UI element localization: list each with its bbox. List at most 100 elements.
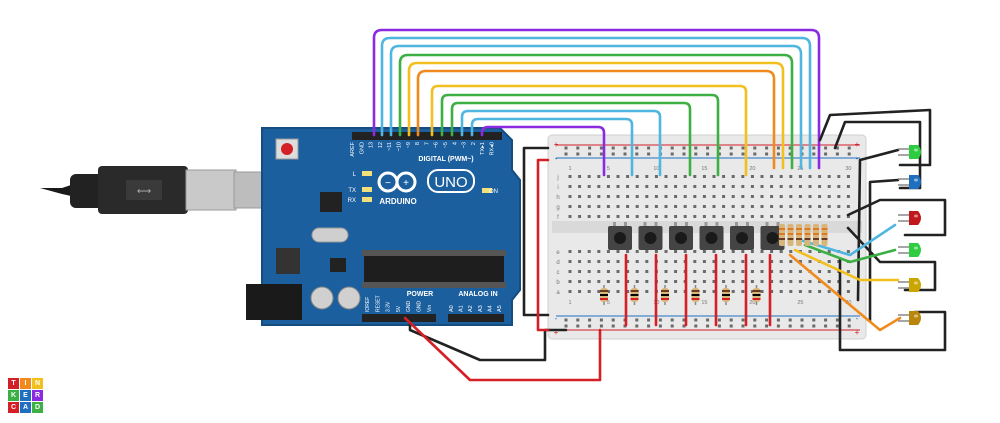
push-button[interactable] xyxy=(608,222,632,250)
row-letter: a xyxy=(556,290,560,296)
power-pin-label: GND xyxy=(417,301,423,313)
resistor[interactable] xyxy=(722,285,730,305)
row-letter: g xyxy=(556,205,559,211)
row-letter: e xyxy=(556,250,560,256)
resistor[interactable] xyxy=(813,224,819,246)
signal-wire[interactable] xyxy=(372,28,821,170)
model-label: UNO xyxy=(434,174,467,191)
push-buttons[interactable] xyxy=(608,222,785,250)
led-wire[interactable] xyxy=(856,148,900,302)
usb-chip xyxy=(320,192,342,212)
logo-letter: D xyxy=(32,402,43,413)
digital-pin-label: ~9 xyxy=(406,142,412,148)
column-number: 15 xyxy=(701,166,707,172)
column-number: 1 xyxy=(568,166,571,172)
button-wire[interactable] xyxy=(460,109,662,177)
analog-pin-label: A1 xyxy=(459,305,465,312)
button-wire[interactable] xyxy=(440,93,720,177)
button-wire[interactable] xyxy=(450,101,692,177)
button-wire[interactable] xyxy=(430,84,748,177)
crystal xyxy=(311,227,349,243)
rail-sign: - xyxy=(555,154,558,163)
led-green[interactable] xyxy=(898,243,921,257)
small-chip xyxy=(330,258,346,272)
board-led-label: L xyxy=(353,172,357,178)
led-wire[interactable] xyxy=(793,248,900,282)
digital-pin-label: AREF xyxy=(350,141,356,156)
signal-wire[interactable] xyxy=(398,53,794,170)
rail-sign: - xyxy=(555,314,558,323)
column-number: 30 xyxy=(845,166,851,172)
logo-letter: C xyxy=(8,402,19,413)
signal-wire[interactable] xyxy=(416,69,776,170)
signal-wire[interactable] xyxy=(407,61,785,170)
rail-sign: + xyxy=(855,140,860,149)
usb-cable[interactable]: ⟷ xyxy=(40,166,297,214)
power-pin-label: 5V xyxy=(396,305,402,312)
row-letter: f xyxy=(557,215,559,221)
digital-header-label: DIGITAL (PWM~) xyxy=(418,156,473,163)
led-wire[interactable] xyxy=(803,243,897,264)
push-button[interactable] xyxy=(730,222,754,250)
power-pin-label: IOREF xyxy=(365,297,371,312)
rail-power-wire[interactable] xyxy=(536,158,550,332)
push-button[interactable] xyxy=(699,222,724,250)
digital-pin-label: 13 xyxy=(369,142,375,148)
led-yellow[interactable] xyxy=(898,311,921,325)
resistors[interactable] xyxy=(600,224,828,305)
resistor[interactable] xyxy=(821,224,828,246)
resistor[interactable] xyxy=(630,285,639,305)
resistor[interactable] xyxy=(779,224,785,246)
resistor[interactable] xyxy=(796,224,802,246)
button-wire[interactable] xyxy=(470,117,634,177)
led-yellow[interactable] xyxy=(898,278,921,292)
digital-pin-label: 4 xyxy=(452,142,458,145)
digital-pin-label: TX▸1 xyxy=(480,142,486,155)
column-number: 20 xyxy=(749,300,755,306)
resistor[interactable] xyxy=(600,285,608,305)
wires[interactable] xyxy=(372,28,947,382)
column-number: 25 xyxy=(797,300,803,306)
push-button[interactable] xyxy=(669,222,693,250)
resistor[interactable] xyxy=(804,224,811,246)
analog-pin-label: A4 xyxy=(487,305,493,312)
board-led-label: RX xyxy=(348,198,356,204)
push-button[interactable] xyxy=(760,222,785,250)
logo-letter: T xyxy=(8,378,19,389)
push-button[interactable] xyxy=(638,222,663,250)
signal-wire[interactable] xyxy=(380,36,812,170)
led-wire[interactable] xyxy=(788,253,902,332)
power-label: POWER xyxy=(407,291,433,298)
power-jack[interactable] xyxy=(246,284,302,320)
resistor[interactable] xyxy=(752,285,761,305)
led-ground-wire[interactable] xyxy=(838,258,947,352)
led-red[interactable] xyxy=(898,211,921,225)
digital-pin-label: ~11 xyxy=(387,142,393,151)
leds[interactable] xyxy=(898,145,921,325)
analog-label: ANALOG IN xyxy=(458,291,497,298)
power-wire[interactable] xyxy=(403,316,602,382)
led-l-indicator xyxy=(362,171,372,176)
signal-wire[interactable] xyxy=(389,44,803,170)
led-green[interactable] xyxy=(898,145,921,159)
analog-header xyxy=(448,314,504,322)
logo-letter: I xyxy=(20,378,31,389)
power-pin-label: Vin xyxy=(427,305,433,312)
rail-ground-wire[interactable] xyxy=(522,146,550,317)
resistor[interactable] xyxy=(661,285,669,305)
board-led-label: ON xyxy=(489,189,498,195)
column-number: 20 xyxy=(749,166,755,172)
button-wire[interactable] xyxy=(480,125,606,177)
resistor[interactable] xyxy=(691,285,700,305)
led-wire[interactable] xyxy=(868,178,900,322)
analog-pin-label: A5 xyxy=(497,305,503,312)
led-blue[interactable] xyxy=(898,175,921,189)
resistor[interactable] xyxy=(787,224,794,246)
